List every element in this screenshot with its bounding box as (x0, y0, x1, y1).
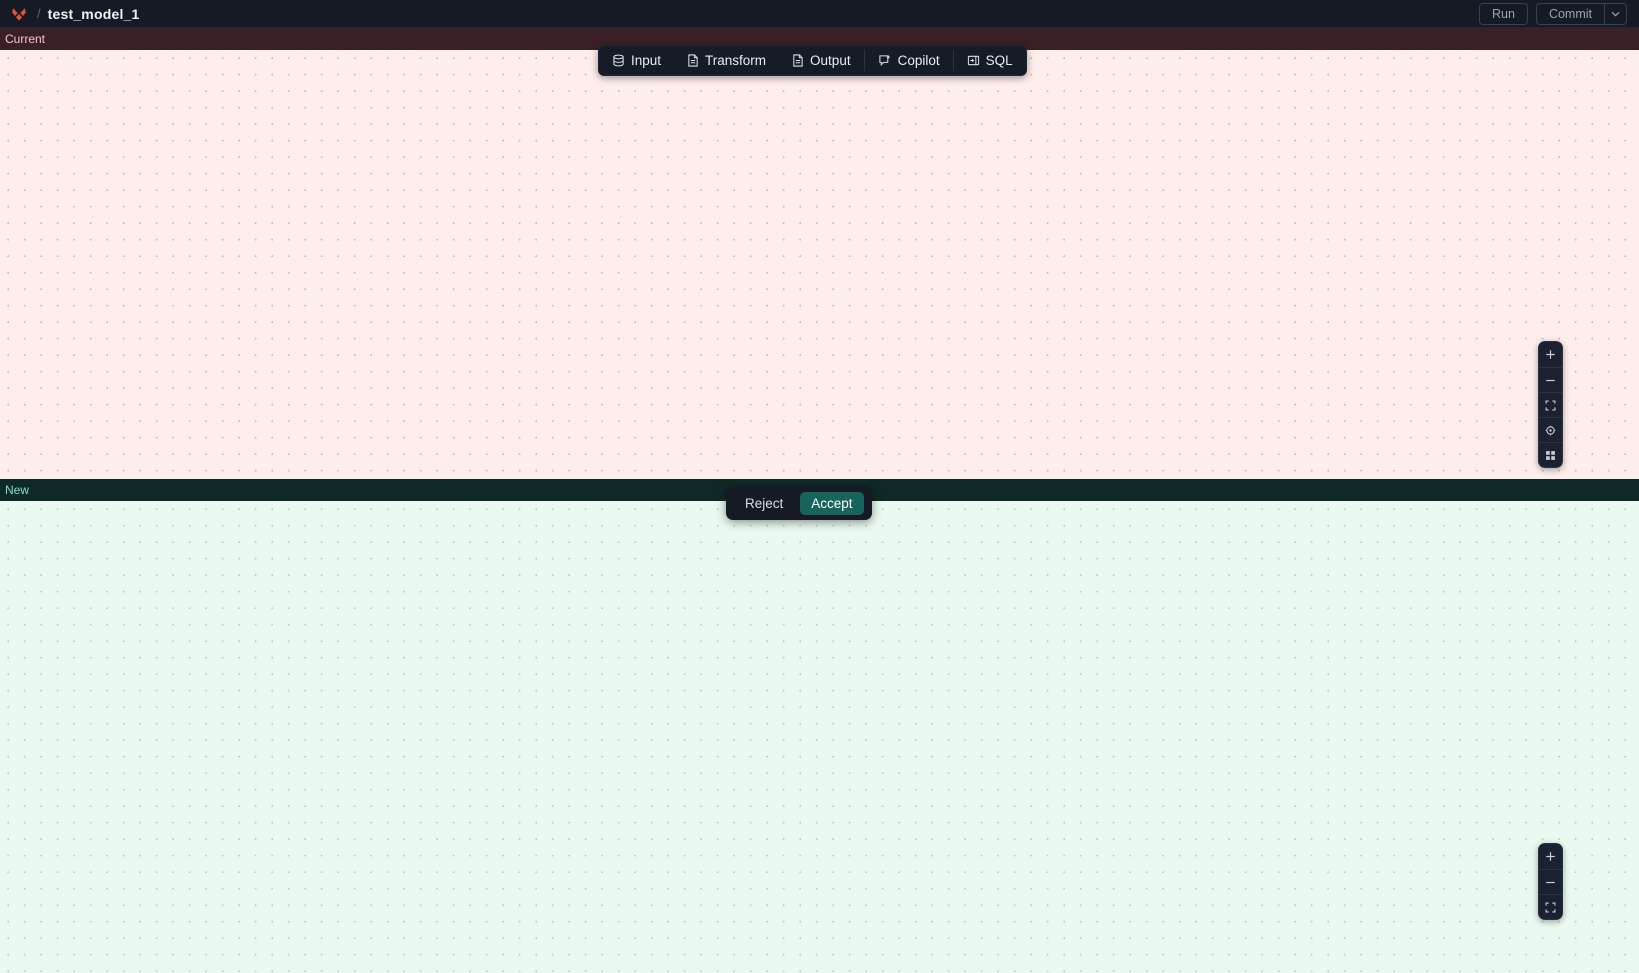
zoom-out-icon[interactable] (1539, 869, 1562, 894)
document-icon (792, 54, 804, 67)
tab-copilot-label: Copilot (897, 53, 940, 68)
layout-grid-icon[interactable] (1539, 442, 1562, 467)
top-bar-actions: Run Commit (1479, 2, 1631, 25)
pane-current: Current (0, 28, 1639, 479)
tab-transform-label: Transform (705, 53, 767, 68)
pane-label-current: Current (0, 28, 1639, 50)
canvas-new[interactable]: fct_github_pull_requests Model Name fct_… (0, 501, 1639, 973)
x-logo-icon[interactable] (8, 3, 30, 25)
database-icon (612, 54, 625, 67)
tab-input[interactable]: Input (599, 46, 674, 75)
tab-divider (863, 50, 865, 71)
tab-sql-label: SQL (985, 53, 1013, 68)
viewport-controls-current (1538, 341, 1563, 468)
canvas-current[interactable] (0, 50, 1639, 479)
tab-input-label: Input (631, 53, 662, 68)
fit-view-icon[interactable] (1539, 894, 1562, 919)
run-button[interactable]: Run (1479, 2, 1528, 25)
edge-layer (0, 501, 1639, 973)
tab-sql[interactable]: SQL (954, 46, 1026, 75)
document-icon (687, 54, 699, 67)
commit-button-group: Commit (1535, 2, 1627, 25)
tab-divider (952, 50, 954, 71)
mode-tab-bar: Input Transform Output (598, 45, 1027, 76)
viewport-controls-new (1538, 843, 1563, 920)
zoom-in-icon[interactable] (1539, 342, 1562, 367)
tab-output[interactable]: Output (779, 46, 864, 75)
lock-viewport-icon[interactable] (1539, 417, 1562, 442)
accept-button[interactable]: Accept (800, 492, 864, 515)
commit-button[interactable]: Commit (1548, 6, 1592, 21)
reject-button[interactable]: Reject (745, 496, 784, 511)
pane-new: New fct_github_pull_requests (0, 479, 1639, 973)
tab-transform[interactable]: Transform (674, 46, 779, 75)
zoom-out-icon[interactable] (1539, 367, 1562, 392)
breadcrumb-separator: / (37, 6, 41, 21)
fit-view-icon[interactable] (1539, 392, 1562, 417)
zoom-in-icon[interactable] (1539, 844, 1562, 869)
page-title: test_model_1 (47, 5, 140, 22)
sql-panel-icon (967, 54, 980, 67)
top-bar: / test_model_1 Run Commit (0, 0, 1639, 28)
copilot-sparkle-icon (878, 54, 892, 67)
chevron-down-icon[interactable] (1604, 3, 1626, 24)
diff-decision-bar: Reject Accept (726, 487, 872, 520)
tab-output-label: Output (810, 53, 851, 68)
tab-copilot[interactable]: Copilot (865, 46, 953, 75)
